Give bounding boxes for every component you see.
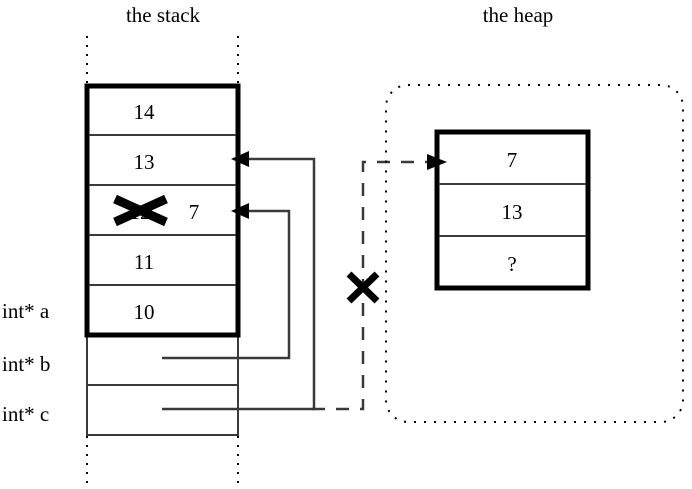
stack-heading: the stack bbox=[126, 3, 201, 27]
variable-label-b: int* b bbox=[2, 352, 50, 376]
stack-cell-value-3: 11 bbox=[134, 250, 154, 274]
pointer-b-arrowhead-icon bbox=[231, 203, 249, 219]
stack-cell-value-1: 13 bbox=[134, 150, 155, 174]
stack-cell-value-2-new: 7 bbox=[189, 200, 200, 224]
variable-label-c: int* c bbox=[2, 402, 49, 426]
stack-frame-outline bbox=[84, 83, 241, 338]
heap-cell-value-2: ? bbox=[507, 252, 516, 276]
invalidated-pointer-x-icon bbox=[346, 271, 380, 304]
stack-cell-value-0: 14 bbox=[134, 100, 156, 124]
stack-cell-2-strikeout-x-icon bbox=[113, 194, 168, 227]
pointer-dashed-to-heap bbox=[312, 154, 447, 411]
heap-cell-value-1: 13 bbox=[502, 200, 523, 224]
stack-cell-value-4: 10 bbox=[134, 300, 155, 324]
pointer-c-to-stack-cell-1 bbox=[162, 151, 316, 411]
heap-heading: the heap bbox=[483, 3, 554, 27]
pointer-c-path bbox=[162, 157, 316, 411]
stack-frame bbox=[84, 83, 241, 338]
heap-cell-value-0: 7 bbox=[507, 148, 518, 172]
stack-unallocated-region bbox=[86, 334, 239, 436]
pointer-b-to-stack-cell-2 bbox=[162, 203, 291, 360]
heap-block-outline bbox=[434, 129, 591, 291]
pointer-b-path bbox=[162, 209, 291, 360]
pointer-c-arrowhead-icon bbox=[231, 151, 249, 167]
variable-label-a: int* a bbox=[2, 299, 50, 323]
stack-extent-guides bbox=[86, 36, 239, 489]
heap-region-boundary bbox=[385, 84, 684, 423]
heap-block bbox=[434, 129, 591, 291]
